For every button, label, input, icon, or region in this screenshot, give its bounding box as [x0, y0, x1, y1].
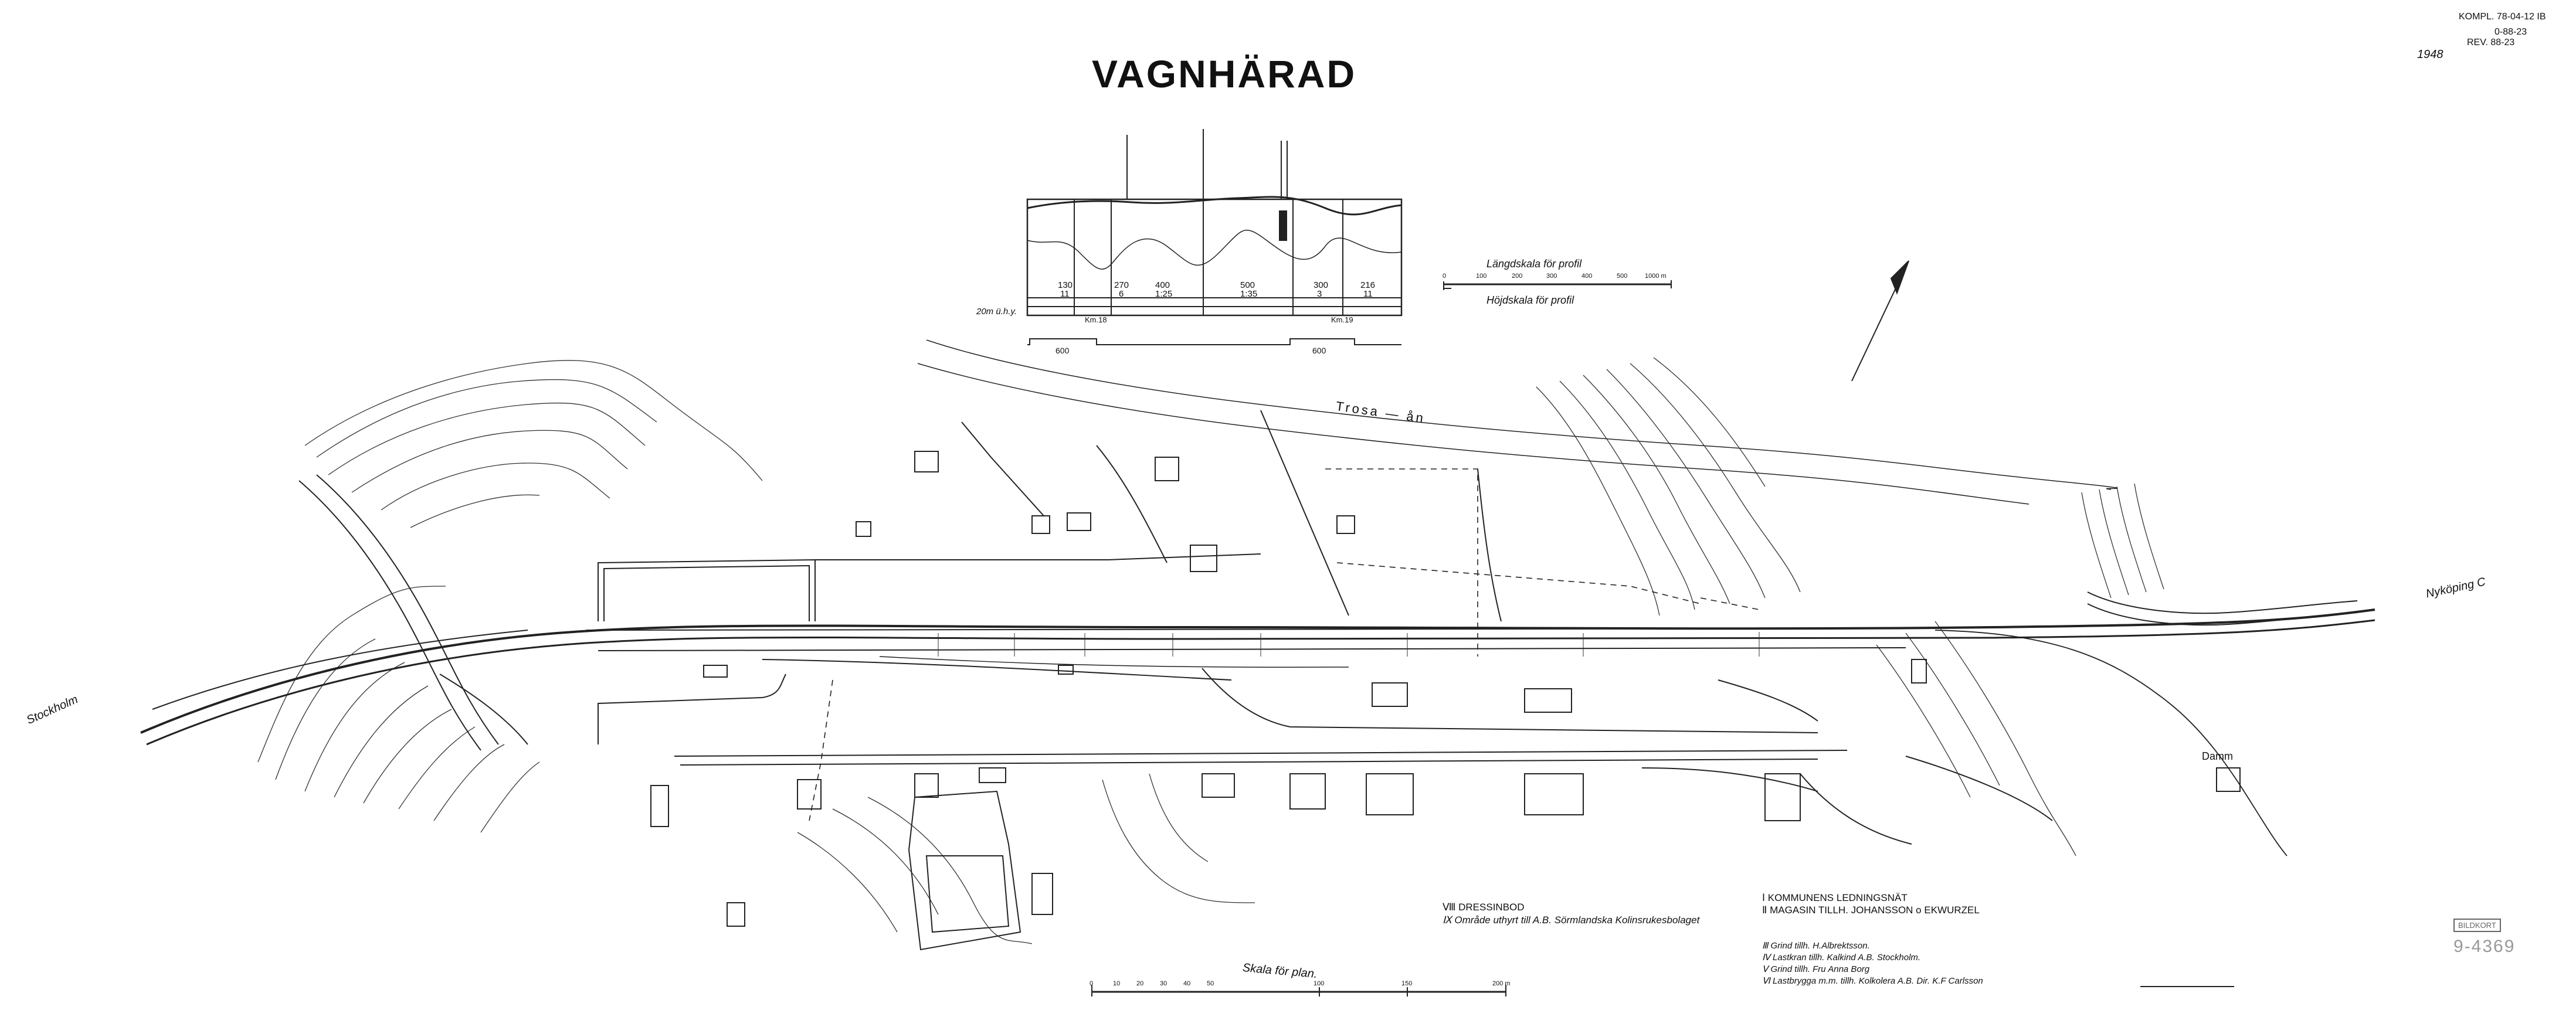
legend-right-3: Ⅲ Grind tillh. H.Albrektsson. — [1762, 940, 1870, 951]
page-title: VAGNHÄRAD — [1092, 52, 1357, 96]
curve-radius-left: 600 — [1055, 346, 1070, 355]
profile-segment-1-length: 130 — [1058, 280, 1073, 290]
profile-segment-3-grade: 1:25 — [1155, 289, 1173, 299]
railway-tracks — [140, 608, 2375, 856]
terrain-contours — [257, 357, 2164, 944]
legend-left-1: Ⅷ DRESSINBOD — [1443, 902, 1525, 913]
curve-radius-right: 600 — [1312, 346, 1326, 355]
legend-right-5: Ⅴ Grind tillh. Fru Anna Borg — [1762, 964, 1869, 974]
buildings — [650, 451, 2241, 951]
legend-right-3-num: Ⅲ — [1762, 941, 1769, 951]
plan-scale-tick-0: 0 — [1090, 980, 1094, 987]
river-trosa-an — [917, 339, 2118, 505]
profile-datum-label: 20m ü.h.y. — [976, 307, 1017, 317]
profile-segment-6-length: 216 — [1360, 280, 1376, 290]
legend-right-2: Ⅱ MAGASIN TILLH. JOHANSSON o EKWURZEL — [1762, 904, 1980, 916]
legend-left-2: Ⅸ Område uthyrt till A.B. Sörmlandska Ko… — [1443, 914, 1699, 926]
legend-right-4-text: Lastkran tillh. Kalkind A.B. Stockholm. — [1773, 953, 1921, 963]
plan-scale-tick-200: 200 m — [1492, 980, 1511, 987]
legend-right-6-num: Ⅵ — [1762, 976, 1770, 986]
km-right-label: Km.19 — [1331, 315, 1353, 324]
legend-right-2-text: MAGASIN TILLH. JOHANSSON o EKWURZEL — [1770, 904, 1980, 916]
plan-scale-tick-10: 10 — [1113, 980, 1121, 987]
plan-scale-tick-30: 30 — [1160, 980, 1167, 987]
legend-right-4-num: Ⅳ — [1762, 953, 1770, 963]
plan-scale-tick-20: 20 — [1136, 980, 1144, 987]
legend-right-1: Ⅰ KOMMUNENS LEDNINGSNÄT — [1762, 892, 1908, 904]
legend-right-6: Ⅵ Lastbrygga m.m. tillh. Kolkolera A.B. … — [1762, 975, 1983, 986]
place-damm: Damm — [2202, 750, 2233, 762]
nykoping-approach — [2087, 591, 2358, 626]
legend-right-2-num: Ⅱ — [1762, 904, 1767, 916]
profile-segment-2-grade: 6 — [1119, 289, 1124, 299]
stockholm-approach — [298, 474, 528, 751]
revision-code: REV. 88-23 — [2467, 38, 2515, 47]
track-ticks — [938, 632, 1760, 657]
bildkort-stamp: BILDKORT — [2453, 919, 2501, 932]
profile-height-scale-label: Höjdskala för profil — [1486, 294, 1574, 306]
legend-right-5-num: Ⅴ — [1762, 964, 1769, 974]
roads — [598, 410, 2053, 821]
archive-number: 9-4369 — [2453, 937, 2516, 956]
profile-scale-tick-400: 400 — [1581, 273, 1593, 280]
profile-segment-3-length: 400 — [1155, 280, 1170, 290]
legend-right-4: Ⅳ Lastkran tillh. Kalkind A.B. Stockholm… — [1762, 952, 1920, 963]
profile-length-scale-label: Längdskala för profil — [1486, 258, 1582, 270]
profile-segment-5-length: 300 — [1314, 280, 1329, 290]
profile-scale-bar — [1443, 280, 1672, 290]
profile-segment-2-length: 270 — [1114, 280, 1129, 290]
legend-right-6-text: Lastbrygga m.m. tillh. Kolkolera A.B. Di… — [1773, 976, 1983, 986]
profile-segment-1-grade: 11 — [1060, 289, 1070, 299]
property-boundaries — [809, 468, 1760, 821]
profile-scale-tick-200: 200 — [1512, 273, 1523, 280]
plan-scale-tick-40: 40 — [1183, 980, 1191, 987]
legend-left-1-num: Ⅷ — [1443, 902, 1456, 913]
km-left-label: Km.18 — [1085, 315, 1107, 324]
profile-scale-tick-0: 0 — [1443, 273, 1447, 280]
compilation-code: KOMPL. 78-04-12 IB — [2459, 12, 2546, 22]
year-label: 1948 — [2417, 48, 2443, 61]
longitudinal-profile — [1026, 129, 1403, 345]
plan-scale-tick-150: 150 — [1401, 980, 1413, 987]
profile-segment-4-length: 500 — [1240, 280, 1255, 290]
profile-scale-tick-100: 100 — [1476, 273, 1487, 280]
legend-left-2-text: Område uthyrt till A.B. Sörmlandska Koli… — [1454, 914, 1700, 926]
revision-date: 0-88-23 — [2494, 27, 2527, 37]
profile-segment-5-grade: 3 — [1317, 289, 1322, 299]
profile-scale-tick-500: 500 — [1617, 273, 1628, 280]
profile-scale-tick-300: 300 — [1546, 273, 1557, 280]
legend-right-3-text: Grind tillh. H.Albrektsson. — [1770, 941, 1870, 951]
plan-scale-tick-100: 100 — [1314, 980, 1325, 987]
profile-segment-6-grade: 11 — [1363, 289, 1373, 299]
legend-left-2-num: Ⅸ — [1443, 914, 1452, 926]
plan-scale-tick-50: 50 — [1207, 980, 1214, 987]
north-arrow — [1851, 260, 1909, 382]
profile-scale-tick-1000: 1000 m — [1645, 273, 1667, 280]
profile-segment-4-grade: 1:35 — [1240, 289, 1258, 299]
plan-scale-bar — [1091, 985, 1506, 997]
legend-right-5-text: Grind tillh. Fru Anna Borg — [1770, 964, 1870, 974]
legend-right-1-text: KOMMUNENS LEDNINGSNÄT — [1767, 892, 1908, 903]
legend-left-1-text: DRESSINBOD — [1458, 902, 1525, 913]
legend-right-1-num: Ⅰ — [1762, 892, 1766, 903]
